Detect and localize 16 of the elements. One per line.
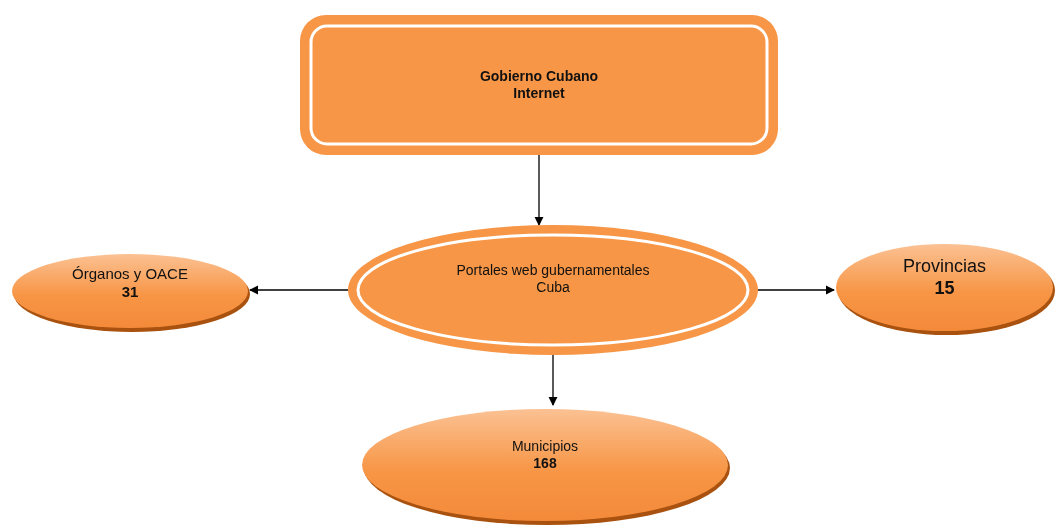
arrow (757, 285, 835, 295)
node-value: 15 (934, 277, 955, 300)
arrow (534, 154, 544, 226)
node-value: 31 (121, 283, 139, 301)
node-value: Cuba (536, 279, 570, 296)
node-label: Municipios (511, 438, 579, 455)
arrow (249, 285, 349, 295)
arrow (548, 354, 558, 406)
node-label: Órganos y OACE (72, 265, 188, 283)
node-value: Internet (513, 85, 565, 102)
node-label: Provincias (903, 255, 986, 278)
process-box (300, 15, 778, 155)
node-label: Portales web gubernamentales (456, 262, 650, 279)
node-value: 168 (533, 455, 557, 472)
node-label: Gobierno Cubano (479, 68, 599, 85)
ellipse-node (348, 225, 758, 355)
